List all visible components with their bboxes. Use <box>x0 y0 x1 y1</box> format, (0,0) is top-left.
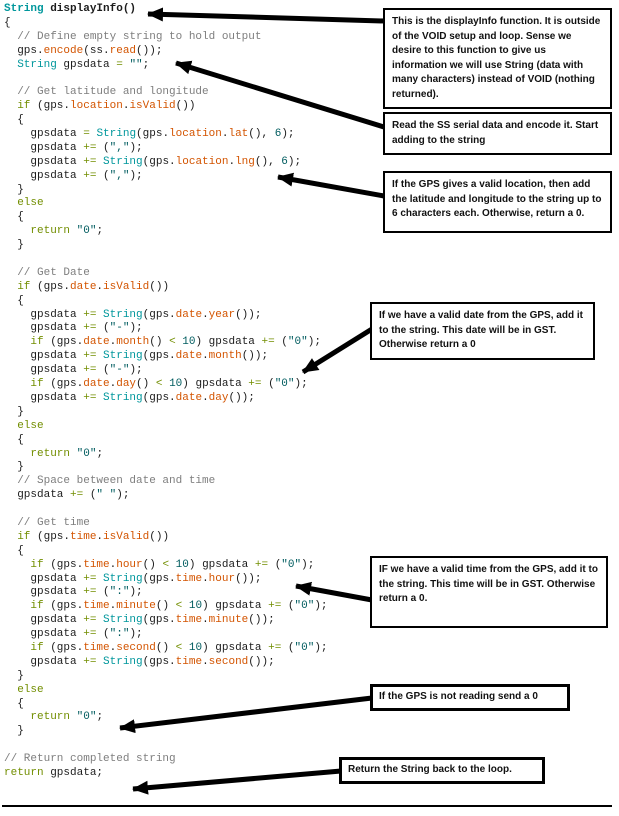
code-line: return "0"; <box>30 711 104 724</box>
code-line: } <box>4 461 24 474</box>
code-line: // Return completed string <box>4 753 176 766</box>
callout-date-note: If we have a valid date from the GPS, ad… <box>370 302 595 360</box>
code-line: gpsdata += String(gps.time.second()); <box>4 655 275 668</box>
callout-not-reading-note: If the GPS is not reading send a 0 <box>370 684 570 711</box>
code-line: gpsdata += (":"); <box>4 586 143 599</box>
code-line <box>4 72 328 86</box>
code-line: gpsdata += (" "); <box>4 489 130 502</box>
code-line: if (gps.date.isValid()) <box>17 280 170 293</box>
page-bottom-border <box>2 805 612 807</box>
code-listing: String displayInfo(){ // Define empty st… <box>4 3 328 781</box>
code-line: // Get time <box>4 516 90 529</box>
code-line: return "0"; <box>30 225 104 238</box>
code-line: gpsdata = String(gps.location.lat(), 6); <box>4 128 295 141</box>
code-line: gpsdata += String(gps.time.hour()); <box>4 572 262 585</box>
callout-displayinfo-note: This is the displayInfo function. It is … <box>383 8 612 109</box>
code-line: if (gps.date.day() < 10) gpsdata += ("0"… <box>30 378 308 391</box>
code-line: gpsdata += String(gps.date.month()); <box>4 350 269 363</box>
code-line <box>4 503 328 517</box>
code-line: gpsdata += (","); <box>4 141 143 154</box>
code-line: gpsdata += (","); <box>4 169 143 182</box>
code-line: } <box>4 239 24 252</box>
code-line: if (gps.time.hour() < 10) gpsdata += ("0… <box>30 558 315 571</box>
callout-return-string-note: Return the String back to the loop. <box>339 757 545 784</box>
code-line: { <box>4 16 11 29</box>
code-line: gpsdata += ("-"); <box>4 322 143 335</box>
code-line: if (gps.time.isValid()) <box>17 530 170 543</box>
callout-time-note: IF we have a valid time from the GPS, ad… <box>370 556 608 628</box>
code-line: gps.encode(ss.read()); <box>4 44 163 57</box>
code-line: { <box>4 433 24 446</box>
code-line: if (gps.time.second() < 10) gpsdata += (… <box>30 641 328 654</box>
callout-location-note: If the GPS gives a valid location, then … <box>383 171 612 233</box>
code-line: { <box>4 544 24 557</box>
code-line: else <box>17 683 44 696</box>
code-line: if (gps.location.isValid()) <box>17 100 196 113</box>
code-line: return "0"; <box>30 447 104 460</box>
code-line: gpsdata += String(gps.date.year()); <box>4 308 262 321</box>
code-line: } <box>4 725 24 738</box>
callout-serial-read-note: Read the SS serial data and encode it. S… <box>383 112 612 155</box>
code-line: String displayInfo() <box>4 3 137 15</box>
code-line: // Get latitude and longitude <box>4 86 209 99</box>
code-line: { <box>4 697 24 710</box>
code-line: gpsdata += String(gps.date.day()); <box>4 391 255 404</box>
code-line: if (gps.time.minute() < 10) gpsdata += (… <box>30 600 328 613</box>
code-line: String gpsdata = ""; <box>17 58 150 71</box>
code-line: gpsdata += (":"); <box>4 628 143 641</box>
code-line: gpsdata += String(gps.time.minute()); <box>4 614 275 627</box>
code-line: { <box>4 114 24 127</box>
code-line: { <box>4 211 24 224</box>
code-line: } <box>4 183 24 196</box>
code-line: } <box>4 669 24 682</box>
code-line: { <box>4 294 24 307</box>
code-line: // Space between date and time <box>4 475 216 488</box>
code-line: // Get Date <box>4 266 90 279</box>
code-line: } <box>4 405 24 418</box>
code-line: if (gps.date.month() < 10) gpsdata += ("… <box>30 336 321 349</box>
code-line: return gpsdata; <box>4 766 104 779</box>
code-line: gpsdata += ("-"); <box>4 364 143 377</box>
code-line <box>4 253 328 267</box>
code-line <box>4 739 328 753</box>
code-line: else <box>17 419 44 432</box>
code-line: gpsdata += String(gps.location.lng(), 6)… <box>4 155 302 168</box>
code-line: else <box>17 197 44 210</box>
code-line: // Define empty string to hold output <box>4 30 262 43</box>
